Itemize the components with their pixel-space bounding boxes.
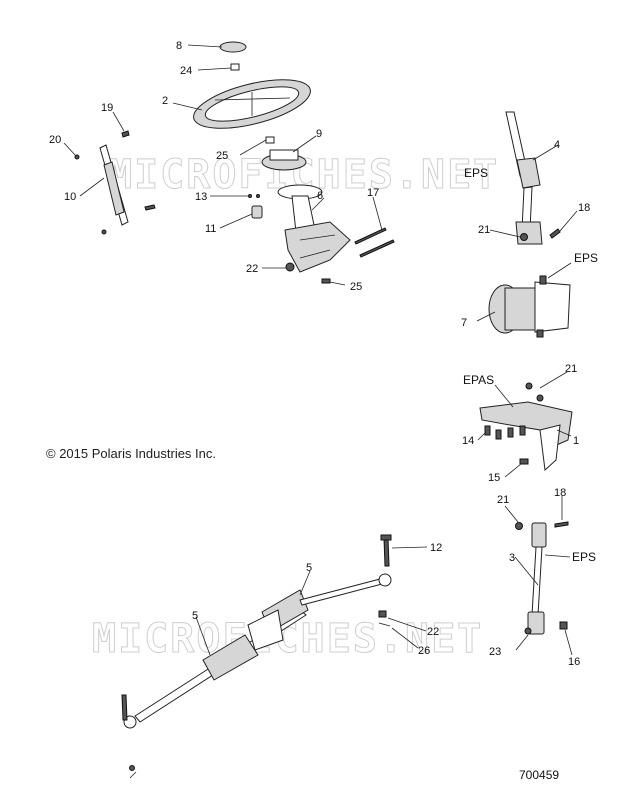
callout-5-right: 5 [306, 562, 312, 574]
mount-bolt-b [359, 239, 395, 258]
callout-25-bottom: 25 [350, 281, 362, 293]
label-epas: EPAS [463, 373, 494, 387]
mount-bolt-a [354, 227, 387, 245]
nut-22-rack [378, 610, 387, 618]
leader-lines [63, 44, 578, 656]
callout-13: 13 [195, 191, 207, 203]
strut-nut-lower [101, 229, 107, 235]
callout-8: 8 [176, 40, 182, 52]
callout-15: 15 [488, 472, 500, 484]
callout-24: 24 [180, 65, 192, 77]
callout-9: 9 [316, 128, 322, 140]
tilt-switch [251, 205, 263, 219]
bolt-12-head [380, 534, 392, 541]
screw-13a [248, 194, 252, 198]
bolt-18-lower [554, 521, 569, 528]
gas-strut [99, 144, 129, 226]
cotter-pin [129, 771, 137, 779]
nut-21-a [525, 382, 533, 390]
callout-26: 26 [418, 645, 430, 657]
nut-21-lower [515, 522, 523, 530]
callout-20: 20 [49, 134, 61, 146]
cotter-26 [378, 622, 391, 627]
copyright-notice: © 2015 Polaris Industries Inc. [46, 446, 216, 461]
callout-7: 7 [461, 317, 467, 329]
screw-13b [256, 194, 260, 198]
tie-rod-bolt [121, 694, 128, 721]
cotter-nut [129, 765, 135, 771]
callout-1: 1 [573, 435, 579, 447]
bolt-15 [519, 458, 529, 465]
steering-hub [261, 149, 307, 171]
callout-19: 19 [101, 102, 113, 114]
bolt-14-d [519, 425, 526, 436]
callout-10: 10 [64, 191, 76, 203]
eps-motor-unit [488, 275, 571, 338]
callout-22-top: 22 [246, 263, 258, 275]
mount-nut [285, 262, 295, 272]
callout-3: 3 [509, 552, 515, 564]
callout-21-top: 21 [478, 224, 490, 236]
callout-21-bottom: 21 [497, 494, 509, 506]
intermediate-shaft [527, 522, 547, 635]
callout-22-rack: 22 [427, 626, 439, 638]
callout-17: 17 [367, 187, 379, 199]
callout-25-top: 25 [216, 150, 228, 162]
spacer [265, 136, 275, 144]
bolt-16 [559, 621, 568, 630]
steering-wheel [193, 79, 311, 129]
diagram-part-number: 700459 [519, 768, 559, 782]
nut-21-top [520, 233, 528, 241]
eps-shaft-upper [505, 111, 543, 245]
wheel-cap [219, 41, 247, 53]
callout-21-mid: 21 [565, 363, 577, 375]
bolt-14-b [495, 429, 502, 440]
callout-4: 4 [554, 139, 560, 151]
callout-2: 2 [162, 95, 168, 107]
epas-bracket [479, 401, 573, 472]
steering-rack [123, 573, 392, 729]
callout-11: 11 [205, 223, 216, 235]
callout-12: 12 [430, 542, 442, 554]
wheel-nut [230, 63, 240, 71]
callout-5-left: 5 [192, 610, 198, 622]
bolt-14-a [484, 425, 491, 436]
label-eps-top: EPS [464, 166, 488, 180]
callout-6: 6 [317, 190, 323, 202]
label-eps-bottom: EPS [572, 550, 596, 564]
bolt-18-top [549, 228, 561, 239]
nut-21-b [536, 394, 544, 402]
label-eps-mid: EPS [574, 251, 598, 265]
steering-column-mount [277, 184, 351, 273]
callout-16: 16 [568, 656, 580, 668]
mount-pin [321, 278, 331, 284]
strut-bolt-19 [121, 130, 130, 138]
callout-18-bottom: 18 [554, 487, 566, 499]
nut-23 [524, 627, 532, 635]
callouts: 8 24 2 19 20 10 9 25 13 11 6 17 22 25 4 … [49, 40, 598, 668]
callout-14: 14 [462, 435, 474, 447]
strut-bolt-lower [144, 204, 156, 211]
callout-23: 23 [489, 646, 501, 658]
bolt-14-c [507, 427, 514, 438]
callout-18-top: 18 [578, 202, 590, 214]
bolt-12 [383, 537, 390, 567]
